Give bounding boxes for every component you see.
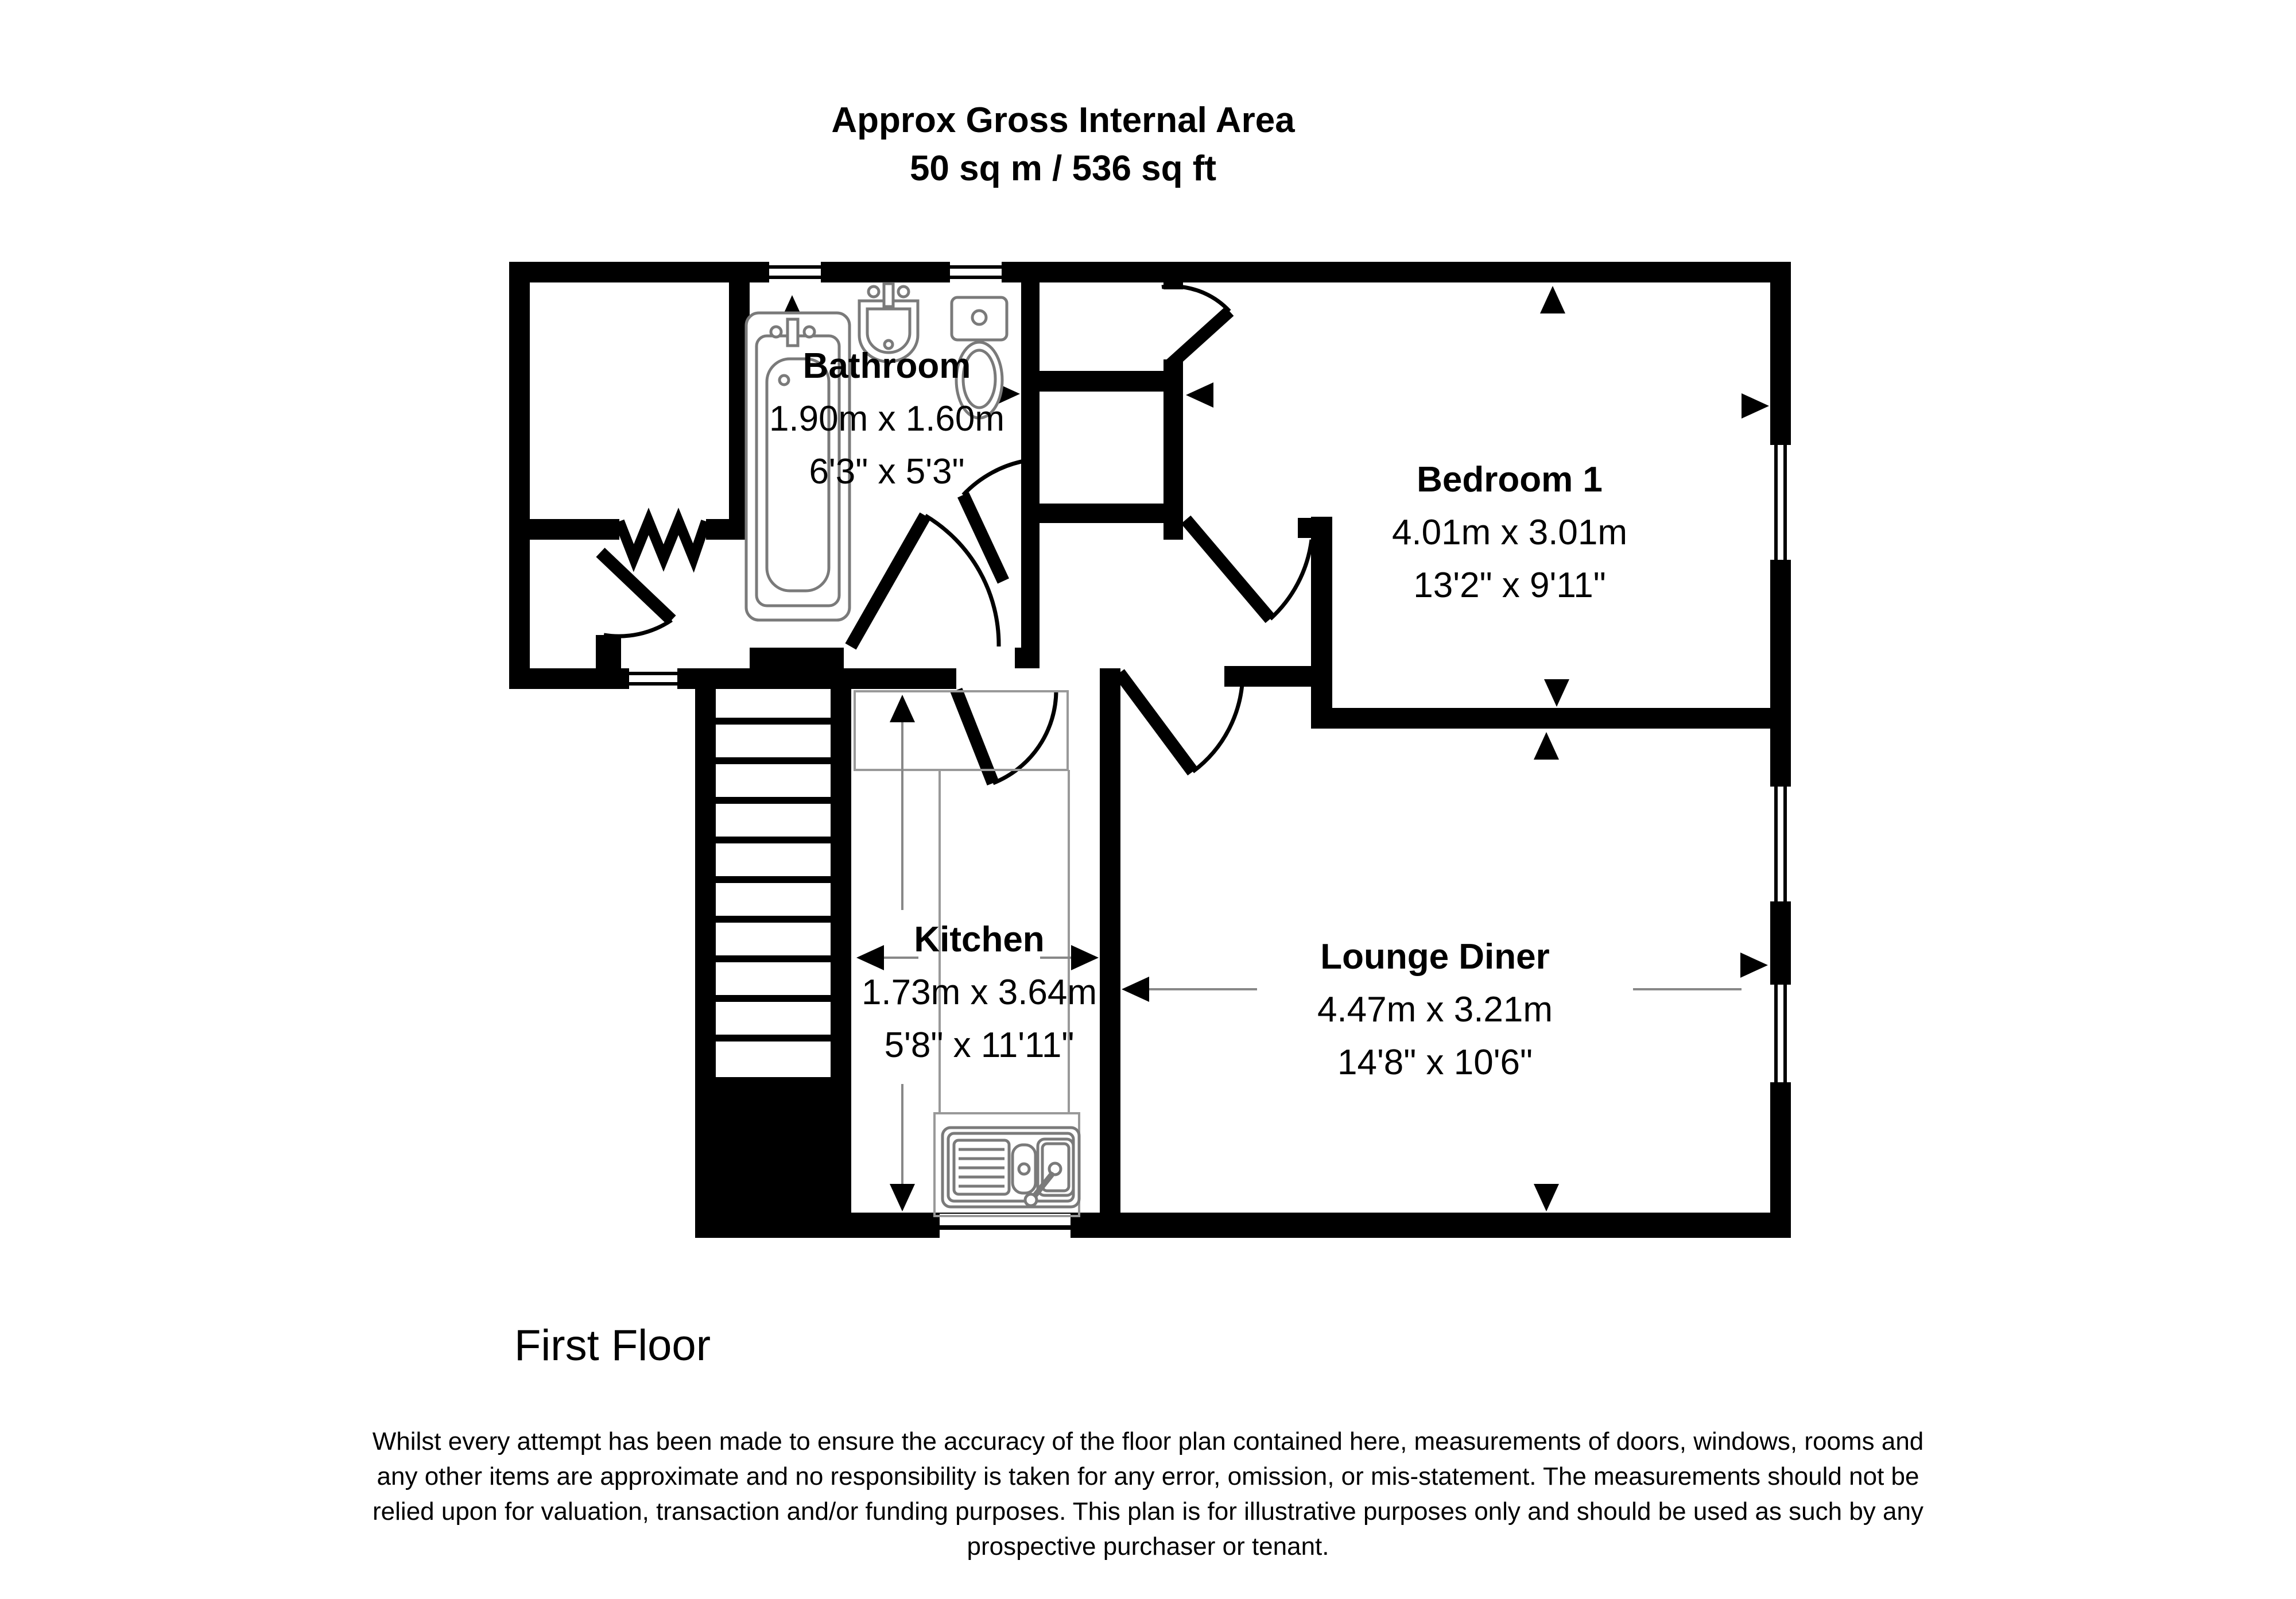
dimension-arrow-icon-lounge-left: [1122, 977, 1149, 1002]
dimension-arrow-icon-kitchen-left: [856, 945, 884, 970]
room-label-bathroom: Bathroom 1.90m x 1.60m 6'3" x 5'3": [686, 340, 1088, 498]
room-imperial: 6'3" x 5'3": [809, 452, 965, 491]
stairs-icon: [716, 718, 831, 1042]
door-swing-icon-kitchen: [950, 687, 1058, 786]
dimension-arrow-icon-lounge-up: [1534, 732, 1559, 760]
room-label-bedroom: Bedroom 1 4.01m x 3.01m 13'2" x 9'11": [1280, 454, 1739, 612]
window-icon-lounge-lower: [1768, 985, 1793, 1082]
room-label-kitchen: Kitchen 1.73m x 3.64m 5'8" x 11'11": [778, 913, 1180, 1072]
dimension-arrow-icon-kitchen-right: [1071, 945, 1099, 970]
wall-bedroom-bottom: [1332, 708, 1791, 729]
wall-closet-divider: [1040, 371, 1163, 392]
doors: [596, 284, 1314, 786]
wall-outer-bottom: [695, 1213, 1791, 1238]
wall-storeroom-bottom-right: [706, 519, 750, 540]
walls: [509, 262, 1791, 1238]
room-metric: 4.47m x 3.21m: [1317, 990, 1553, 1029]
door-swing-icon-bathroom-right: [957, 458, 1027, 584]
disclaimer-line3: relied upon for valuation, transaction a…: [373, 1497, 1923, 1526]
door-swing-icon-closet: [1161, 284, 1234, 369]
wall-outer-top: [517, 262, 1791, 282]
dimension-arrow-icon-lounge-right: [1740, 953, 1768, 978]
toilet-icon: [950, 296, 1009, 420]
dimension-arrow-icon-kitchen-up: [890, 695, 915, 722]
disclaimer-line2: any other items are approximate and no r…: [377, 1462, 1919, 1490]
dimension-arrow-icon-bedroom-up: [1540, 286, 1565, 313]
door-swing-icon-lounge: [1114, 669, 1245, 776]
door-swing-icon-bedroom: [1181, 515, 1314, 624]
dimension-lines: [884, 722, 1742, 1187]
wall-bedroom-left: [1163, 359, 1183, 540]
kitchen-sink-icon: [941, 1126, 1081, 1209]
door-swing-icon-bathroom-left: [845, 512, 1001, 650]
room-metric: 4.01m x 3.01m: [1391, 513, 1628, 552]
wall-kitchen-top: [716, 668, 956, 689]
page-title: Approx Gross Internal Area 50 sq m / 536…: [776, 96, 1350, 193]
window-icon-top-right: [950, 258, 1002, 286]
room-name: Lounge Diner: [1320, 937, 1550, 977]
dimension-arrow-icon-lounge-down: [1534, 1184, 1559, 1211]
wall-kitchen-lounge-divider: [1100, 668, 1120, 1217]
room-label-lounge: Lounge Diner 4.47m x 3.21m 14'8" x 10'6": [1205, 931, 1665, 1089]
wall-bedroom-door-stub: [1311, 517, 1332, 729]
wall-bathroom-right: [1021, 281, 1040, 648]
disclaimer-line4: prospective purchaser or tenant.: [967, 1532, 1329, 1561]
basin-icon: [858, 282, 920, 363]
wall-bathroom-bottom-right: [1015, 648, 1040, 668]
wall-storeroom-bottom-left: [509, 519, 619, 540]
zigzag-opening-icon: [614, 508, 711, 573]
disclaimer: Whilst every attempt has been made to en…: [230, 1424, 2066, 1564]
solid-block-under-stairs: [695, 1077, 851, 1238]
wall-step: [509, 668, 716, 689]
room-imperial: 5'8" x 11'11": [884, 1025, 1075, 1065]
dimension-arrow-icon-kitchen-down: [890, 1184, 915, 1211]
title-line1: Approx Gross Internal Area: [831, 100, 1295, 140]
wall-outer-right: [1770, 262, 1791, 1238]
room-name: Bedroom 1: [1417, 460, 1603, 500]
room-metric: 1.90m x 1.60m: [769, 399, 1005, 439]
window-icon-top-left: [769, 258, 821, 286]
floor-label: First Floor: [514, 1321, 711, 1370]
room-metric: 1.73m x 3.64m: [861, 973, 1097, 1012]
wall-bathroom-bottom-left: [750, 648, 844, 668]
dimension-arrow-icon-bedroom-down: [1544, 679, 1569, 707]
bath-icon: [744, 311, 851, 622]
room-imperial: 13'2" x 9'11": [1413, 566, 1606, 605]
wall-closet-bottom: [1040, 504, 1163, 523]
windows: [629, 258, 1793, 1241]
window-icon-kitchen-bottom: [940, 1214, 1071, 1241]
room-imperial: 14'8" x 10'6": [1337, 1043, 1533, 1082]
window-icon-lounge-upper: [1768, 787, 1793, 901]
wall-outer-left-upper: [509, 262, 530, 689]
bathroom-fixtures: [744, 282, 1009, 622]
room-name: Kitchen: [914, 920, 1045, 959]
wall-bedroom-door-ledge: [1298, 518, 1313, 538]
window-icon-bedroom: [1768, 445, 1793, 560]
door-swing-icon-hallway: [596, 548, 676, 638]
dimension-arrow-icon-bedroom-right: [1742, 393, 1769, 419]
room-name: Bathroom: [802, 346, 971, 386]
wall-hall-stub: [596, 635, 621, 668]
wall-lounge-top-hall: [1224, 666, 1311, 687]
title-line2: 50 sq m / 536 sq ft: [909, 149, 1217, 188]
window-icon-step-wall: [629, 665, 677, 692]
wall-stairs-right: [831, 689, 851, 1078]
disclaimer-line1: Whilst every attempt has been made to en…: [372, 1427, 1924, 1455]
dimension-arrow-icon-bedroom-left: [1186, 382, 1213, 408]
